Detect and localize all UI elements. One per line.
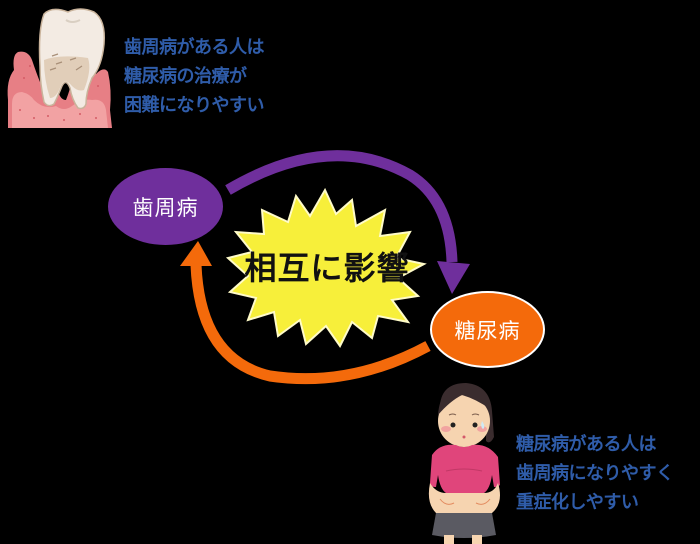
- arrow-periodontal-to-diabetes: [225, 150, 458, 263]
- tooth-gum-illustration: [7, 8, 113, 128]
- node-diabetes: 糖尿病: [430, 291, 545, 368]
- note-line: 糖尿病がある人は: [516, 434, 656, 455]
- node-label: 歯周病: [132, 195, 199, 220]
- note-line: 歯周病がある人は: [124, 37, 265, 58]
- note-diabetes-effect: 糖尿病がある人は 歯周病になりやすく 重症化しやすい: [516, 430, 674, 517]
- note-periodontal-effect: 歯周病がある人は 糖尿病の治療が 困難になりやすい: [124, 33, 265, 120]
- note-line: 歯周病になりやすく: [516, 463, 674, 484]
- starburst-icon: [225, 187, 427, 348]
- arrow-diabetes-to-periodontal: [190, 264, 431, 385]
- purple-arrowhead-icon: [437, 261, 470, 294]
- node-periodontal-disease: 歯周病: [108, 168, 223, 245]
- orange-arrowhead-icon: [180, 241, 212, 266]
- woman-belly-illustration: [428, 383, 500, 544]
- center-label-mutual-influence: 相互に影響: [244, 249, 410, 287]
- note-line: 重症化しやすい: [516, 492, 639, 513]
- note-line: 糖尿病の治療が: [124, 66, 247, 87]
- note-line: 困難になりやすい: [124, 95, 265, 116]
- node-label: 糖尿病: [454, 318, 521, 343]
